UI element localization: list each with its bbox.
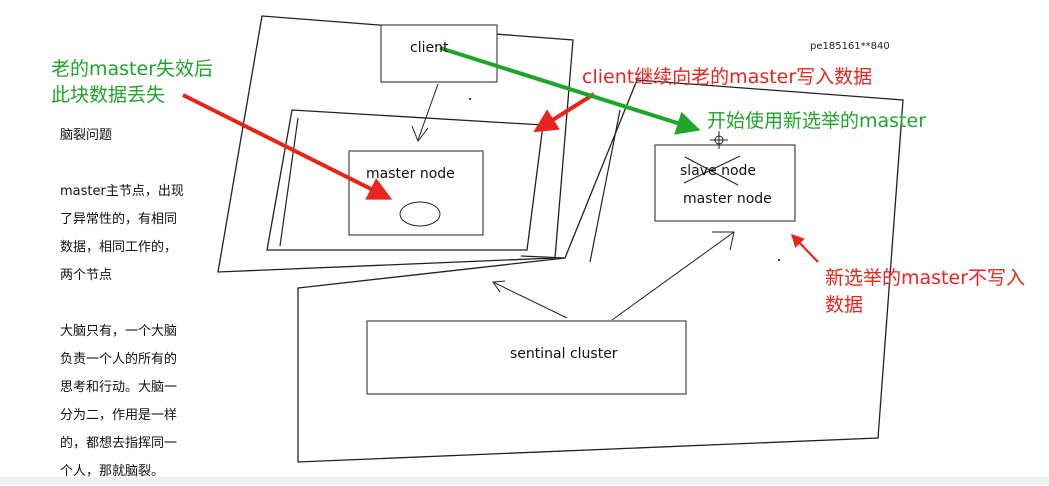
- sentinel-to-new-master-arrowhead: [712, 231, 735, 251]
- notes-p1-line4: 两个节点: [60, 268, 113, 283]
- client-label: client: [410, 40, 449, 56]
- slave-strike-1: [684, 156, 739, 186]
- notes-p2-line4: 分为二，作用是一样: [60, 408, 178, 423]
- client-box: [380, 24, 498, 83]
- old-network-region-inner: [266, 109, 544, 251]
- annotation-new-master-no-write-line2: 数据: [825, 294, 864, 316]
- lost-data-ellipse: [399, 201, 441, 227]
- notes-p1-line2: 了异常性的，有相同: [60, 212, 178, 227]
- speck: [469, 98, 471, 100]
- sentinel-to-old-arrow: [492, 281, 568, 319]
- red-arrow-data-lost: [182, 93, 393, 200]
- notes-p2-line3: 思考和行动。大脑一: [60, 380, 178, 395]
- new-master-node-label: master node: [683, 191, 772, 207]
- old-region-slash: [279, 117, 299, 247]
- new-region-divider: [520, 255, 566, 259]
- notes-p2-line2: 负责一个人的所有的: [60, 352, 178, 367]
- sentinel-to-new-master-arrow: [611, 231, 735, 321]
- old-master-node-label: master node: [366, 166, 455, 182]
- red-arrow-client-writes: [533, 92, 596, 133]
- speck-2: [778, 259, 780, 261]
- red-arrow-new-master-no-write: [790, 233, 819, 263]
- notes-p2-line5: 的，都想去指挥同一: [60, 436, 178, 451]
- new-network-region: [297, 79, 904, 463]
- new-region-divider-2: [589, 109, 621, 263]
- annotation-new-master-no-write-line1: 新选举的master不写入: [825, 267, 1026, 289]
- annotation-old-master-lost-line1: 老的master失效后: [51, 58, 214, 80]
- sentinel-to-old-arrowhead: [492, 280, 506, 293]
- slave-strike-2: [683, 155, 741, 184]
- old-master-node-box: [348, 150, 484, 236]
- notes-p2-line1: 大脑只有，一个大脑: [60, 324, 178, 339]
- sentinel-cluster-box: [366, 320, 687, 395]
- annotation-start-use-new-master: 开始使用新选举的master: [707, 110, 927, 132]
- notes-panel: 脑裂问题 master主节点，出现 了异常性的，有相同 数据，相同工作的， 两个…: [60, 122, 210, 486]
- page-bottom-strip: [0, 477, 1049, 485]
- annotation-old-master-lost-line2: 此块数据丢失: [51, 84, 166, 106]
- new-master-node-box: [654, 144, 796, 222]
- watermark: pe185161**840: [810, 41, 890, 52]
- slave-node-label: slave node: [680, 163, 757, 179]
- annotation-client-writes-old-master: client继续向老的master写入数据: [582, 66, 873, 88]
- client-to-master-arrowhead: [411, 125, 429, 143]
- notes-title: 脑裂问题: [60, 128, 113, 143]
- client-to-master-arrow: [417, 83, 439, 141]
- notes-p1-line1: master主节点，出现: [60, 184, 184, 199]
- notes-p2-line6: 个人，那就脑裂。: [60, 464, 165, 479]
- sentinel-cluster-label: sentinal cluster: [510, 346, 618, 362]
- notes-p1-line3: 数据，相同工作的，: [60, 240, 178, 255]
- green-arrow-client-to-new-master: [439, 46, 701, 135]
